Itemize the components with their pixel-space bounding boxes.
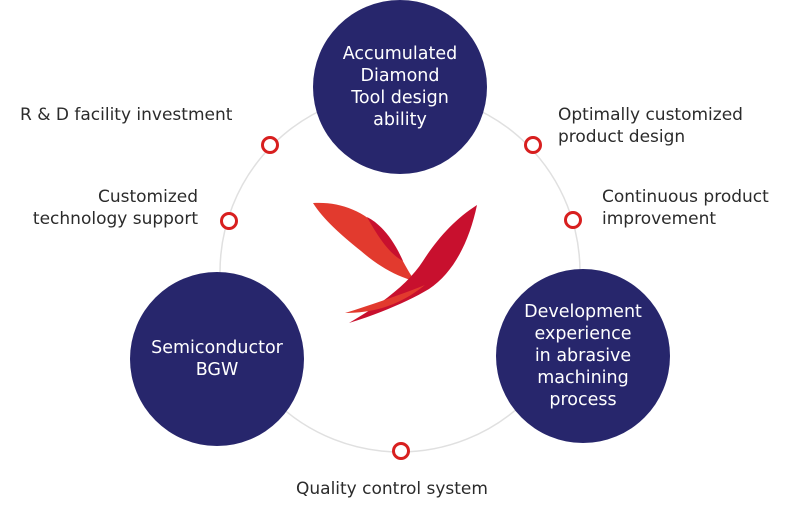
hub-right: Development experience in abrasive machi…: [496, 269, 670, 443]
label-rd: R & D facility investment: [20, 105, 233, 125]
hub-right-text: Development experience in abrasive machi…: [524, 302, 642, 410]
hub-top-text: Accumulated Diamond Tool design ability: [342, 44, 458, 130]
hub-left-text: Semiconductor BGW: [151, 338, 283, 380]
label-optimally: Optimally customized product design: [558, 105, 743, 147]
dot-quality: [392, 442, 410, 460]
hub-left: Semiconductor BGW: [130, 272, 304, 446]
dot-rd: [261, 136, 279, 154]
label-continuous: Continuous product improvement: [602, 187, 769, 229]
dot-optimally: [524, 136, 542, 154]
hub-top: Accumulated Diamond Tool design ability: [313, 0, 487, 174]
label-customized-support: Customized technology support: [32, 187, 198, 229]
stylized-bird-logo-icon: [313, 202, 477, 323]
label-quality: Quality control system: [296, 479, 488, 499]
dot-continuous: [564, 211, 582, 229]
dot-customized-support: [220, 212, 238, 230]
